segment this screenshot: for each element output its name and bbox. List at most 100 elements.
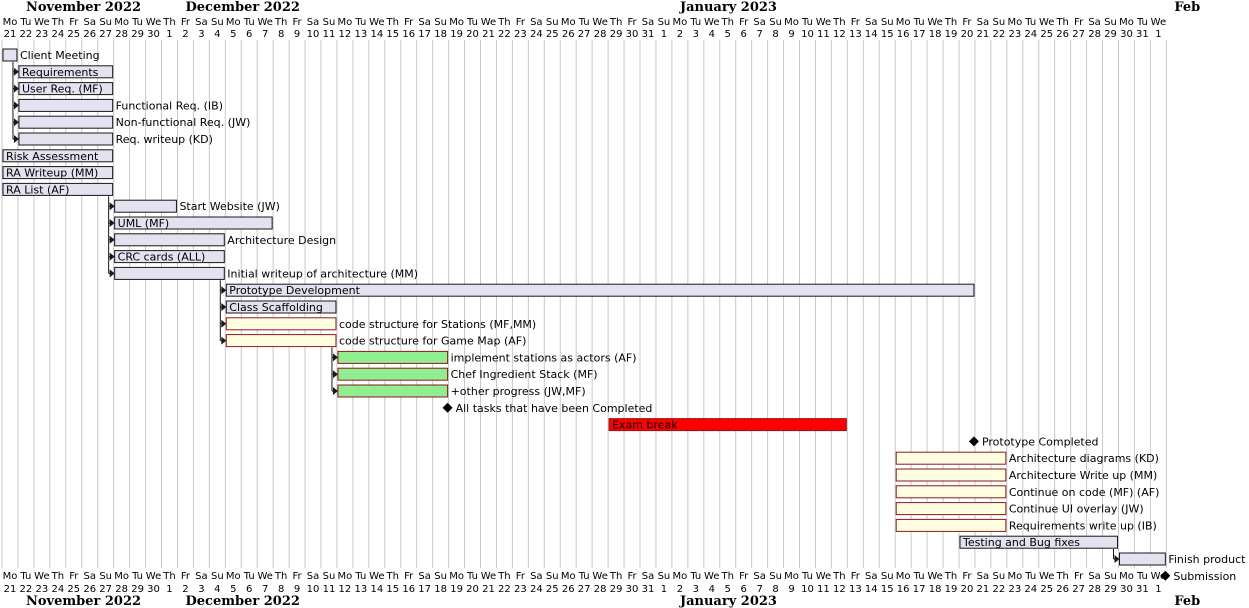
task-label: +other progress (JW,MF) — [451, 385, 586, 398]
day-of-month-label: 27 — [99, 584, 112, 595]
day-of-month-label: 27 — [578, 584, 591, 595]
task-label: Testing and Bug fixes — [962, 536, 1080, 549]
day-of-week-label: Sa — [418, 17, 430, 28]
day-of-month-label: 9 — [294, 584, 300, 595]
day-of-month-label: 18 — [929, 584, 942, 595]
day-of-week-label: Tu — [1136, 571, 1148, 582]
day-of-week-label: Th — [1055, 17, 1068, 28]
day-of-week-label: We — [369, 571, 384, 582]
day-of-month-label: 20 — [466, 584, 479, 595]
day-of-month-label: 29 — [610, 29, 623, 40]
dependency-arrowhead — [109, 235, 115, 244]
day-of-week-label: Mo — [338, 17, 353, 28]
day-of-week-label: Su — [881, 571, 894, 582]
day-of-month-label: 27 — [1072, 584, 1085, 595]
task-label: Class Scaffolding — [229, 301, 323, 314]
day-of-week-label: Mo — [114, 571, 129, 582]
day-of-week-label: Th — [162, 17, 175, 28]
day-of-week-label: Su — [658, 571, 671, 582]
day-of-month-label: 26 — [83, 584, 96, 595]
day-of-month-label: 15 — [386, 584, 399, 595]
day-of-week-label: We — [1039, 571, 1054, 582]
day-of-week-label: Fr — [404, 571, 414, 582]
day-of-week-label: Su — [434, 17, 447, 28]
milestone-marker — [1160, 570, 1171, 581]
day-of-month-label: 7 — [262, 584, 268, 595]
day-of-month-label: 9 — [294, 29, 300, 40]
day-of-month-label: 1 — [166, 29, 172, 40]
month-label: December 2022 — [186, 594, 300, 608]
day-of-week-label: Sa — [753, 571, 765, 582]
milestone-label: All tasks that have been Completed — [456, 402, 653, 415]
task-label: Continue UI overlay (JW) — [1009, 503, 1144, 516]
day-of-week-label: Sa — [530, 571, 542, 582]
day-of-month-label: 29 — [1104, 584, 1117, 595]
day-of-month-label: 10 — [801, 29, 814, 40]
day-of-month-label: 2 — [677, 29, 683, 40]
day-of-week-label: Fr — [1074, 17, 1084, 28]
day-of-month-label: 30 — [626, 584, 639, 595]
day-of-month-label: 3 — [198, 29, 204, 40]
day-of-month-label: 30 — [1120, 29, 1133, 40]
task-bar — [225, 334, 337, 348]
day-of-week-label: Sa — [195, 571, 207, 582]
day-of-month-label: 31 — [1136, 584, 1149, 595]
dependency-arrowhead — [109, 252, 115, 261]
day-of-week-label: Mo — [1119, 571, 1134, 582]
task-label: Initial writeup of architecture (MM) — [227, 267, 418, 280]
day-of-month-label: 28 — [594, 584, 607, 595]
day-of-month-label: 29 — [610, 584, 623, 595]
day-of-week-label: Mo — [784, 17, 799, 28]
day-of-week-label: Su — [1104, 17, 1117, 28]
day-of-month-label: 1 — [166, 584, 172, 595]
dependency-arrowhead — [109, 219, 115, 227]
task-label: User Req. (MF) — [22, 83, 103, 96]
day-of-month-label: 25 — [1040, 584, 1053, 595]
day-of-week-label: We — [34, 17, 49, 28]
day-of-month-label: 6 — [246, 584, 252, 595]
day-of-month-label: 28 — [1088, 584, 1101, 595]
day-of-week-label: Fr — [739, 571, 749, 582]
dependency-arrowhead — [109, 269, 115, 278]
day-of-month-label: 2 — [182, 584, 188, 595]
day-of-month-label: 30 — [1120, 584, 1133, 595]
day-of-month-label: 21 — [4, 29, 17, 40]
day-of-week-label: Tu — [354, 571, 366, 582]
day-of-month-label: 25 — [67, 584, 80, 595]
day-of-week-label: Th — [386, 571, 399, 582]
day-of-month-label: 23 — [514, 29, 527, 40]
task-label: RA List (AF) — [6, 183, 69, 196]
day-of-week-label: Sa — [83, 571, 95, 582]
day-of-month-label: 10 — [801, 584, 814, 595]
day-of-month-label: 22 — [993, 29, 1006, 40]
day-of-month-label: 15 — [881, 29, 894, 40]
day-of-week-label: Fr — [627, 17, 637, 28]
day-of-month-label: 28 — [1088, 29, 1101, 40]
day-of-week-label: Fr — [293, 17, 303, 28]
task-label: Architecture diagrams (KD) — [1009, 452, 1159, 465]
day-of-month-label: 3 — [693, 584, 699, 595]
day-of-week-label: Sa — [530, 17, 542, 28]
day-of-week-label: Tu — [801, 17, 813, 28]
day-of-month-label: 4 — [709, 584, 715, 595]
day-of-month-label: 1 — [1155, 584, 1161, 595]
month-label: November 2022 — [26, 0, 141, 15]
day-of-month-label: 1 — [661, 584, 667, 595]
day-of-month-label: 30 — [147, 29, 160, 40]
day-of-month-label: 13 — [849, 29, 862, 40]
day-of-month-label: 10 — [307, 29, 320, 40]
task-bar — [337, 367, 449, 381]
task-bar — [2, 166, 114, 180]
dependency-arrowhead — [332, 370, 338, 379]
task-label: UML (MF) — [118, 217, 170, 230]
task-label: Continue on code (MF) (AF) — [1009, 486, 1160, 499]
day-of-week-label: Sa — [1088, 17, 1100, 28]
dependency-arrows — [12, 61, 1120, 563]
day-of-week-label: We — [146, 571, 161, 582]
day-of-week-label: Fr — [516, 571, 526, 582]
task-bar — [18, 98, 114, 112]
task-bar — [114, 233, 225, 247]
day-of-week-label: Fr — [516, 17, 526, 28]
day-of-month-label: 23 — [36, 29, 49, 40]
